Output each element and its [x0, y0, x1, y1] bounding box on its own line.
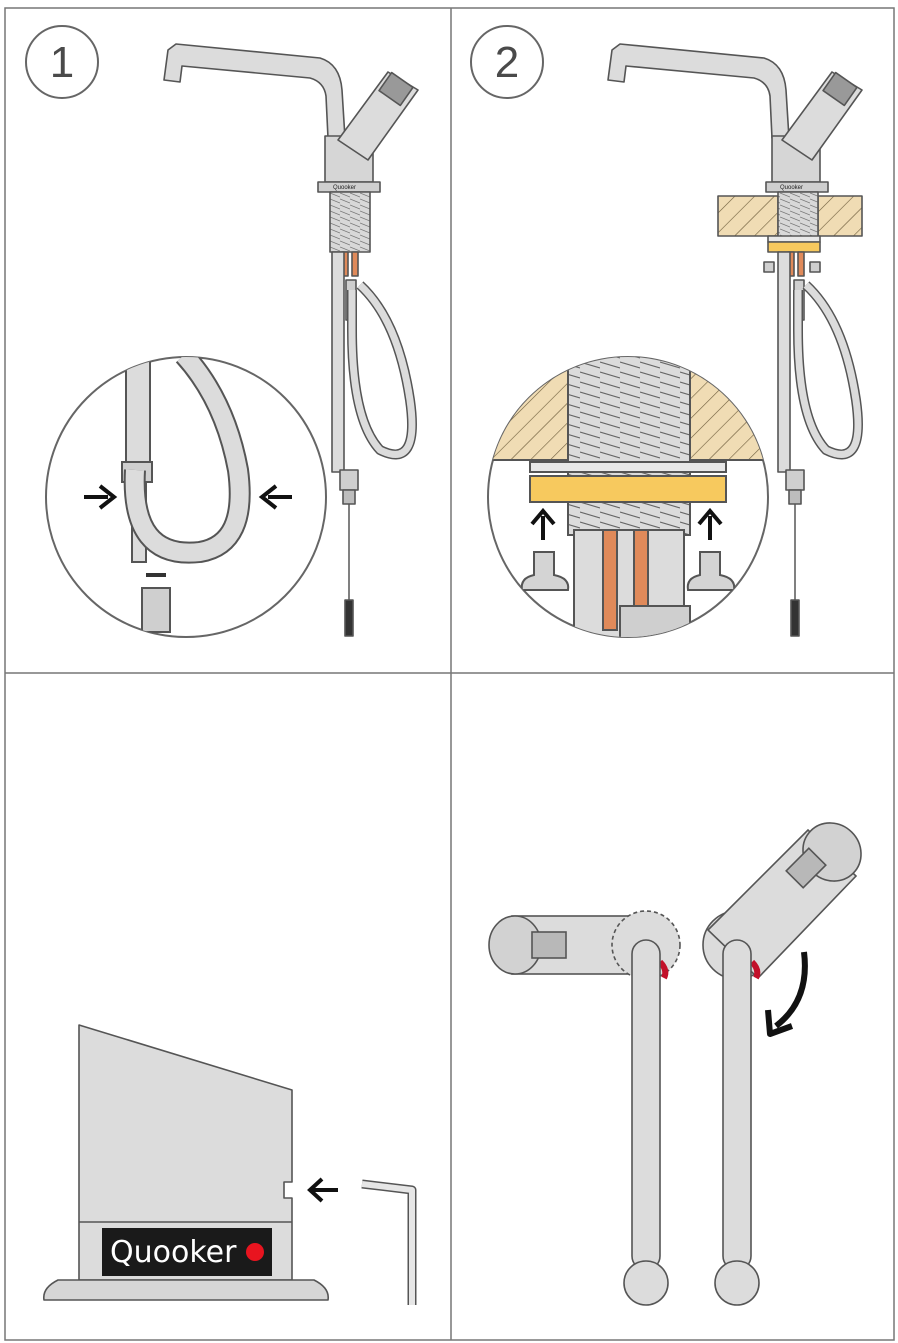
arrow-up-icon — [697, 507, 723, 540]
brand-name: Quooker — [110, 1235, 237, 1270]
arrow-left-icon — [307, 1177, 338, 1203]
arrow-right-icon — [84, 484, 118, 510]
svg-text:Quooker: Quooker — [780, 185, 803, 191]
detail-circle-2 — [487, 356, 769, 638]
arrow-left-icon — [258, 484, 292, 510]
step-2-badge: 2 — [470, 25, 544, 99]
panel-step-2: 2 Quooker — [470, 25, 863, 638]
arrow-up-icon — [530, 507, 556, 540]
panel-step-1: 1 Quooker — [25, 25, 419, 638]
step-2-number: 2 — [495, 38, 519, 87]
step-1-badge: 1 — [25, 25, 99, 99]
faucet-2: Quooker — [607, 43, 863, 637]
svg-text:Quooker: Quooker — [333, 185, 356, 191]
handle-tilted — [702, 822, 862, 1306]
faucet-1: Quooker — [163, 43, 419, 637]
detail-circle-1 — [45, 356, 327, 638]
panel-step-4 — [488, 822, 862, 1306]
allen-key-icon — [361, 1179, 417, 1305]
handle-horizontal — [488, 910, 681, 1306]
curved-arrow-icon — [765, 951, 808, 1037]
quooker-logo-badge: Quooker — [102, 1228, 272, 1276]
tap-base-side-view — [42, 1024, 330, 1301]
panel-step-3: Quooker — [42, 1024, 417, 1305]
step-1-number: 1 — [50, 38, 74, 87]
panel-grid — [4, 7, 895, 1341]
brand-dot — [246, 1243, 264, 1261]
